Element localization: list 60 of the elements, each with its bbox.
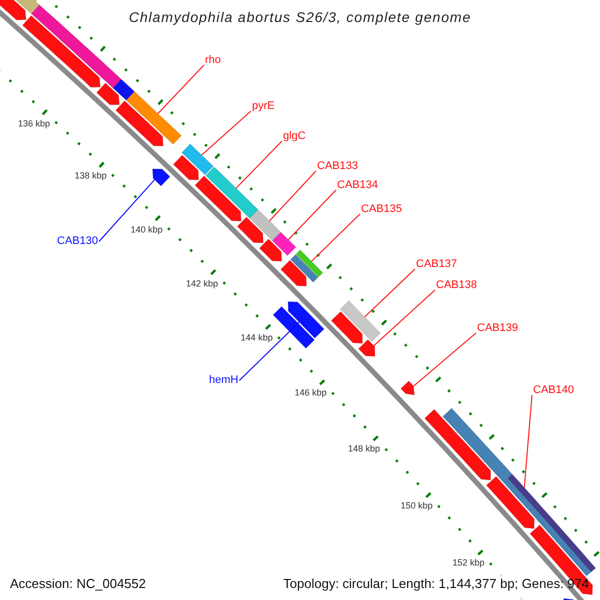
leader-line xyxy=(98,179,155,242)
gene-feature-block xyxy=(288,301,325,339)
gene-feature-block xyxy=(258,238,282,262)
gene-bar xyxy=(181,143,214,176)
gene-feature-block xyxy=(194,175,242,222)
leader-line xyxy=(364,268,416,318)
leader-line xyxy=(524,394,532,488)
scale-label: 152 kbp xyxy=(452,558,484,568)
gene-label: pyrE xyxy=(252,101,275,112)
gene-feature-block xyxy=(280,260,307,286)
scale-label: 138 kbp xyxy=(74,172,107,181)
gene-label: CAB135 xyxy=(361,204,402,215)
map-title: Chlamydophila abortus S26/3, complete genome xyxy=(128,10,472,24)
gene-label: CAB140 xyxy=(533,385,574,396)
leader-line xyxy=(269,170,316,222)
scale-label: 148 kbp xyxy=(348,444,380,454)
gene-feature-block xyxy=(96,82,120,106)
scale-label: 150 kbp xyxy=(400,501,433,510)
leader-line xyxy=(238,322,300,381)
gene-label: hemH xyxy=(209,375,238,386)
gene-feature-block xyxy=(400,380,415,396)
scale-label: 144 kbp xyxy=(240,334,273,343)
gene-bar xyxy=(290,254,319,283)
leader-line xyxy=(311,214,360,262)
gene-bar xyxy=(126,91,182,145)
leader-line xyxy=(158,64,204,114)
gene-label: CAB138 xyxy=(436,280,477,291)
gene-bar xyxy=(205,166,258,219)
gene-feature-block xyxy=(486,476,535,529)
gene-feature-block xyxy=(358,339,376,357)
scale-label: 140 kbp xyxy=(130,225,163,234)
gene-bar xyxy=(272,232,296,256)
gene-label: rho xyxy=(205,55,221,66)
gene-label: CAB134 xyxy=(337,180,378,191)
gene-feature-block xyxy=(236,216,264,244)
gene-feature-block xyxy=(172,154,200,180)
gene-bar xyxy=(30,4,122,89)
accession-text: Accession: NC_004552 xyxy=(10,577,146,590)
gene-bar xyxy=(295,249,324,278)
scale-label: 142 kbp xyxy=(186,279,218,288)
scale-label: 136 kbp xyxy=(18,119,50,128)
leader-line xyxy=(373,290,436,346)
gene-bar xyxy=(249,209,282,242)
scale-label: 146 kbp xyxy=(294,388,327,398)
gene-label: CAB139 xyxy=(477,323,518,334)
gene-feature-block xyxy=(330,311,363,344)
leader-line xyxy=(413,332,476,387)
leader-line xyxy=(236,140,282,189)
gene-label: CAB130 xyxy=(57,236,98,247)
gene-feature-block xyxy=(152,168,170,186)
gene-label: CAB137 xyxy=(416,259,457,270)
gene-feature-block xyxy=(424,408,491,480)
gene-bar xyxy=(272,306,315,349)
gene-feature-block xyxy=(115,100,164,146)
gene-feature-block xyxy=(22,15,101,88)
gene-label: CAB133 xyxy=(317,161,358,172)
gene-label: glgC xyxy=(283,131,306,142)
gene-bar xyxy=(340,300,381,342)
leader-line xyxy=(288,190,336,240)
gene-feature-block xyxy=(0,0,26,20)
